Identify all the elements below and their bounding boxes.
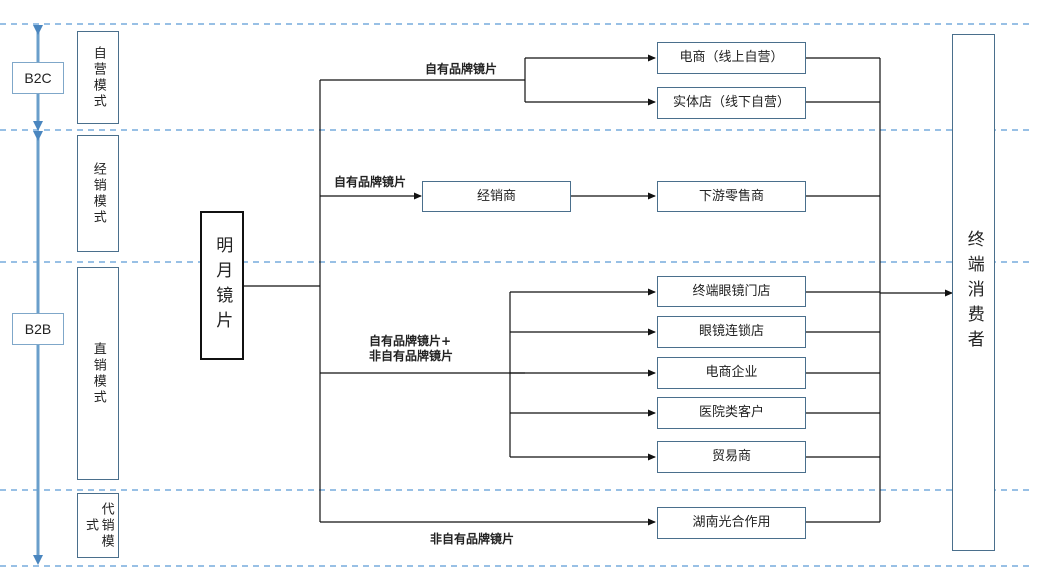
mode-distribution: 经销模式 [77, 135, 119, 252]
channel-chain-store: 眼镜连锁店 [657, 316, 806, 348]
flow-label-own-brand-top: 自有品牌镜片 [425, 62, 498, 76]
flow-label-non-own: 非自有品牌镜片 [430, 532, 515, 546]
channel-hunan-guanghe: 湖南光合作用 [657, 507, 806, 539]
channel-optical-store: 终端眼镜门店 [657, 276, 806, 307]
flow-label-mixed-line2: 非自有品牌镜片 [369, 349, 454, 363]
segment-label-b2b: B2B [12, 313, 64, 345]
channel-hospital: 医院类客户 [657, 397, 806, 429]
flow-label-own-brand-distribution: 自有品牌镜片 [334, 175, 407, 189]
mode-consignment: 代销模式 [77, 493, 119, 558]
section-dividers [0, 23, 1030, 567]
channel-distributor: 经销商 [422, 181, 571, 212]
channel-ecommerce-company: 电商企业 [657, 357, 806, 389]
mode-self-operated: 自营模式 [77, 31, 119, 124]
channel-trader: 贸易商 [657, 441, 806, 473]
consumer-box: 终端消费者 [952, 34, 995, 551]
mode-direct: 直销模式 [77, 267, 119, 480]
channel-downstream-retailer: 下游零售商 [657, 181, 806, 212]
flow-label-mixed-line1: 自有品牌镜片+ [369, 334, 452, 348]
channel-ecommerce-self: 电商（线上自营） [657, 42, 806, 74]
source-box: 明月镜片 [200, 211, 244, 360]
channel-store-self: 实体店（线下自营） [657, 87, 806, 119]
segment-label-b2c: B2C [12, 62, 64, 94]
